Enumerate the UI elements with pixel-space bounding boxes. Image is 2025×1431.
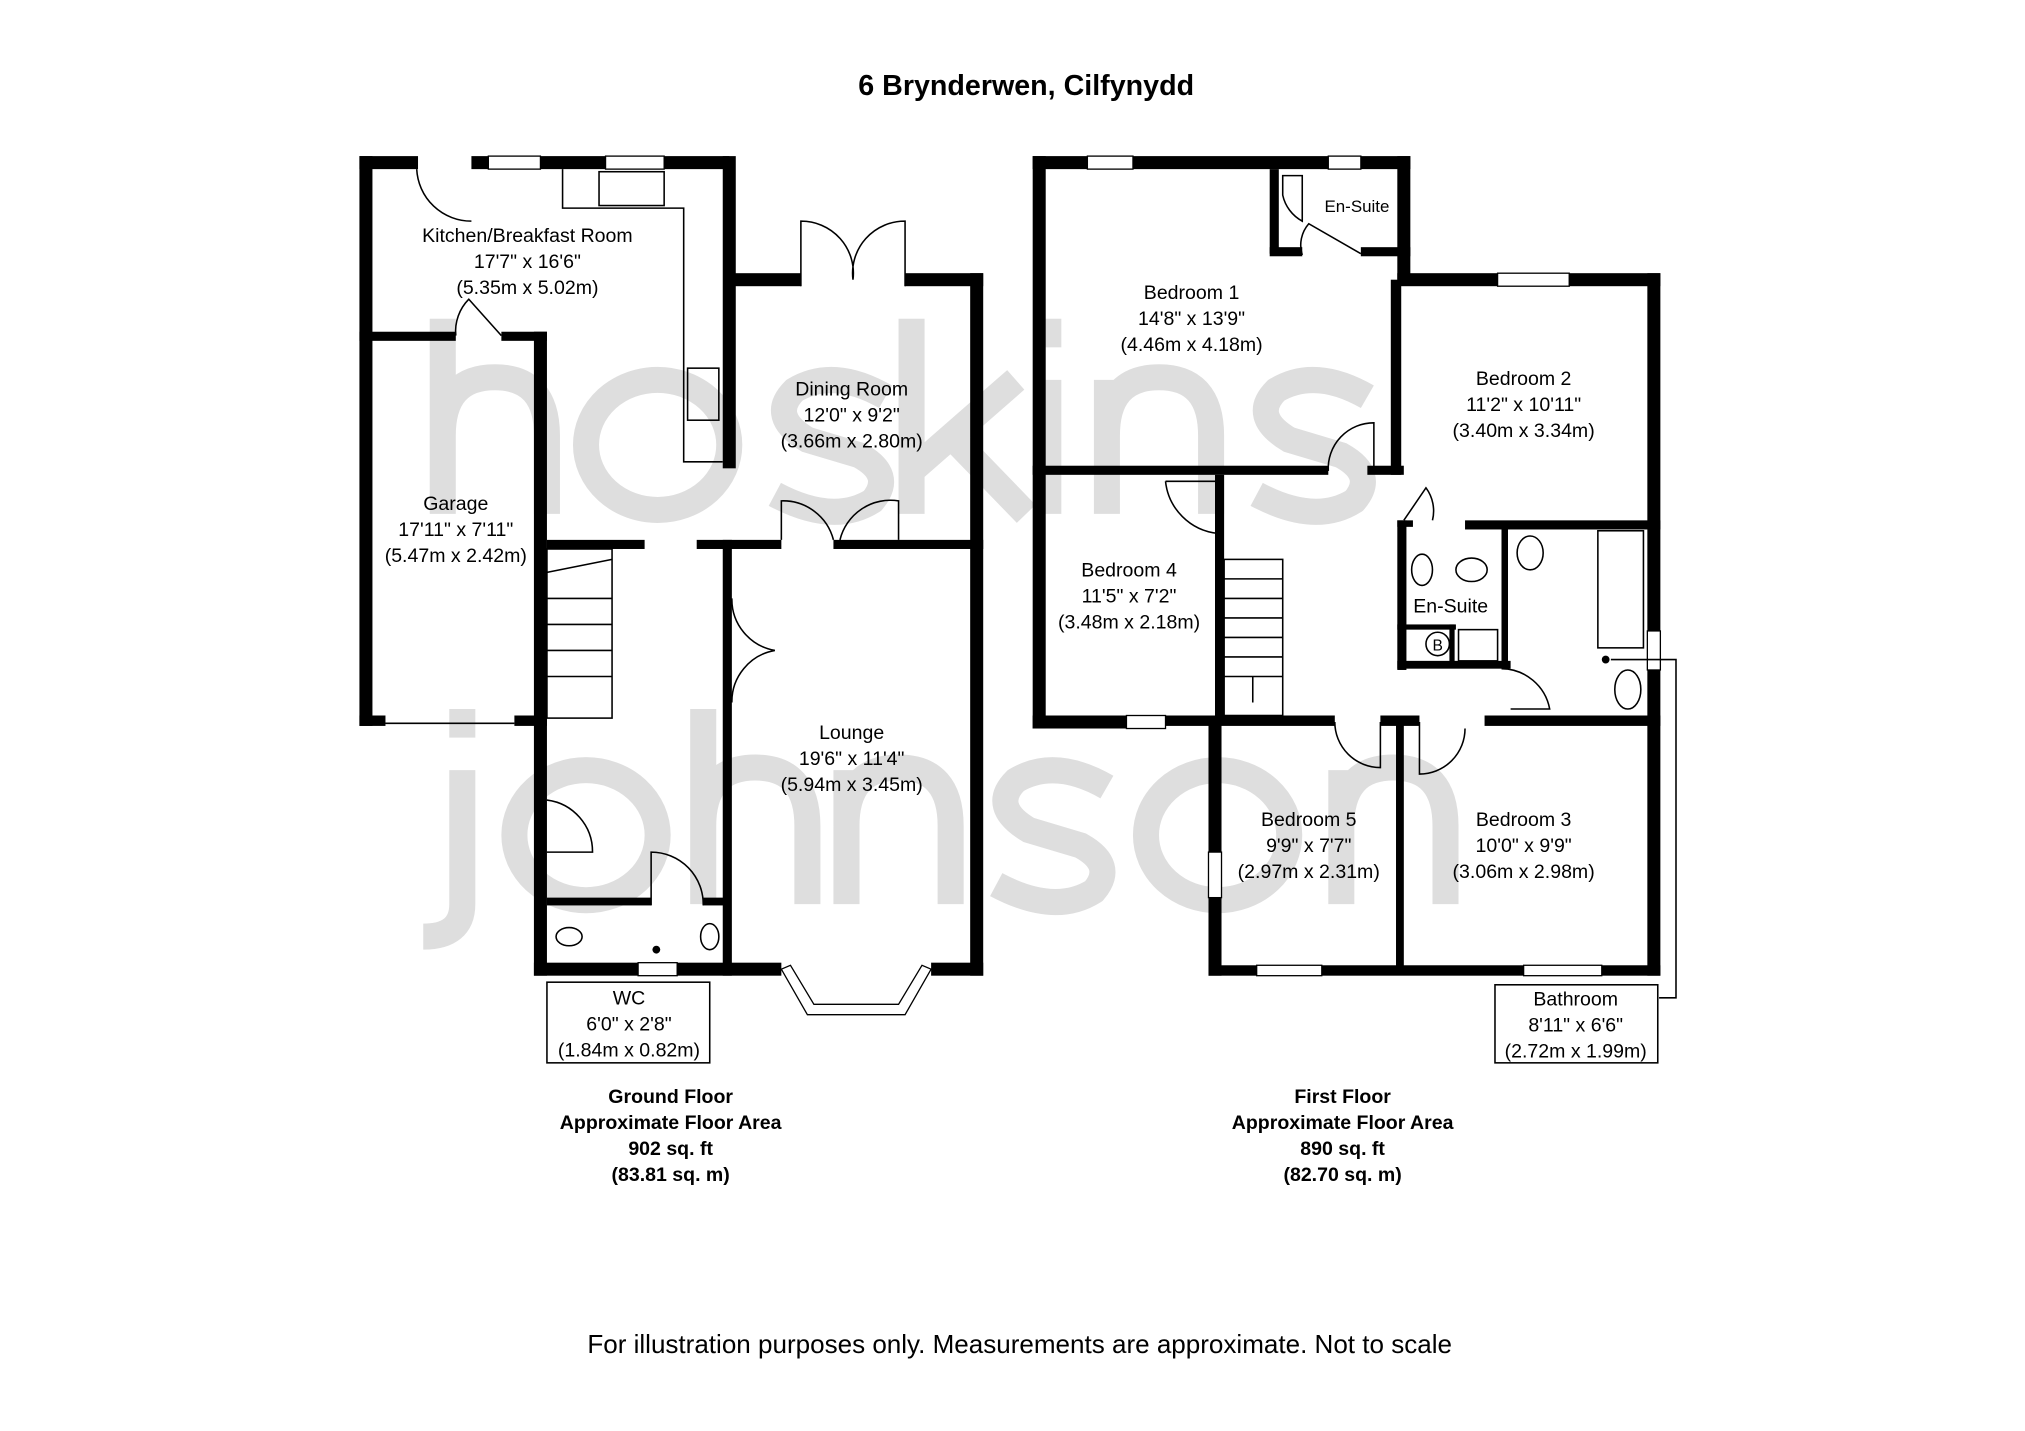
watermark-line-2 xyxy=(422,708,1459,950)
disclaimer: For illustration purposes only. Measurem… xyxy=(587,1329,1452,1359)
room-garage: Garage 17'11" x 7'11" (5.47m x 2.42m) xyxy=(385,493,527,567)
svg-text:Kitchen/Breakfast Room: Kitchen/Breakfast Room xyxy=(422,225,633,247)
svg-text:(1.84m x 0.82m): (1.84m x 0.82m) xyxy=(558,1039,700,1061)
room-bathroom: Bathroom 8'11" x 6'6" (2.72m x 1.99m) xyxy=(1505,989,1647,1063)
svg-text:10'0" x 9'9": 10'0" x 9'9" xyxy=(1476,835,1572,857)
svg-text:Dining Room: Dining Room xyxy=(795,378,908,400)
room-bedroom-5: Bedroom 5 9'9" x 7'7" (2.97m x 2.31m) xyxy=(1238,809,1380,883)
page-title: 6 Brynderwen, Cilfynydd xyxy=(858,70,1194,102)
svg-text:Bedroom 5: Bedroom 5 xyxy=(1261,809,1357,831)
ground-floor-plan: Kitchen/Breakfast Room 17'7" x 16'6" (5.… xyxy=(359,155,984,1186)
svg-text:Bedroom 3: Bedroom 3 xyxy=(1476,809,1572,831)
svg-text:(3.66m x 2.80m): (3.66m x 2.80m) xyxy=(781,431,923,453)
watermark xyxy=(422,318,1459,950)
svg-text:9'9" x 7'7": 9'9" x 7'7" xyxy=(1266,835,1351,857)
room-bedroom-4: Bedroom 4 11'5" x 7'2" (3.48m x 2.18m) xyxy=(1058,559,1200,633)
svg-text:14'8" x 13'9": 14'8" x 13'9" xyxy=(1138,308,1245,330)
svg-text:12'0" x 9'2": 12'0" x 9'2" xyxy=(804,405,900,427)
svg-text:(83.81 sq. m): (83.81 sq. m) xyxy=(612,1164,730,1186)
svg-text:(4.46m x 4.18m): (4.46m x 4.18m) xyxy=(1120,334,1262,356)
svg-text:(3.40m x 3.34m): (3.40m x 3.34m) xyxy=(1453,420,1595,442)
svg-text:(2.97m x 2.31m): (2.97m x 2.31m) xyxy=(1238,861,1380,883)
first-floor-summary: First Floor Approximate Floor Area 890 s… xyxy=(1232,1086,1454,1186)
svg-text:Ground Floor: Ground Floor xyxy=(608,1086,733,1108)
svg-text:11'5" x 7'2": 11'5" x 7'2" xyxy=(1082,585,1177,607)
svg-text:(5.35m x 5.02m): (5.35m x 5.02m) xyxy=(456,277,598,299)
svg-text:19'6" x 11'4": 19'6" x 11'4" xyxy=(799,748,905,770)
svg-text:8'11" x 6'6": 8'11" x 6'6" xyxy=(1528,1015,1623,1037)
svg-text:Garage: Garage xyxy=(423,493,488,515)
room-kitchen-breakfast: Kitchen/Breakfast Room 17'7" x 16'6" (5.… xyxy=(422,225,633,299)
room-dining: Dining Room 12'0" x 9'2" (3.66m x 2.80m) xyxy=(781,378,923,452)
svg-text:Lounge: Lounge xyxy=(819,722,884,744)
svg-text:Bathroom: Bathroom xyxy=(1533,989,1618,1011)
svg-text:17'7" x 16'6": 17'7" x 16'6" xyxy=(474,251,581,273)
svg-text:Bedroom 2: Bedroom 2 xyxy=(1476,368,1572,390)
first-floor-plan: B En-Suite En-Suite Bedroom 1 14'8" x 13… xyxy=(1032,155,1677,1186)
room-ensuite-2: En-Suite xyxy=(1413,596,1488,618)
svg-text:Bedroom 1: Bedroom 1 xyxy=(1144,282,1240,304)
room-bedroom-1: Bedroom 1 14'8" x 13'9" (4.46m x 4.18m) xyxy=(1120,282,1262,356)
svg-text:(3.48m x 2.18m): (3.48m x 2.18m) xyxy=(1058,611,1200,633)
svg-text:(82.70 sq. m): (82.70 sq. m) xyxy=(1283,1164,1401,1186)
svg-text:(3.06m x 2.98m): (3.06m x 2.98m) xyxy=(1453,861,1595,883)
room-ensuite-1: En-Suite xyxy=(1325,197,1390,216)
room-wc: WC 6'0" x 2'8" (1.84m x 0.82m) xyxy=(558,987,700,1061)
svg-text:(2.72m x 1.99m): (2.72m x 1.99m) xyxy=(1505,1041,1647,1063)
svg-text:890 sq. ft: 890 sq. ft xyxy=(1300,1138,1385,1160)
ground-floor-summary: Ground Floor Approximate Floor Area 902 … xyxy=(560,1086,782,1186)
boiler-label: B xyxy=(1432,637,1442,654)
svg-text:Bedroom 4: Bedroom 4 xyxy=(1081,559,1177,581)
svg-text:11'2" x 10'11": 11'2" x 10'11" xyxy=(1466,394,1581,416)
svg-text:6'0" x 2'8": 6'0" x 2'8" xyxy=(586,1013,671,1035)
room-bedroom-2: Bedroom 2 11'2" x 10'11" (3.40m x 3.34m) xyxy=(1453,368,1595,442)
svg-text:(5.47m x 2.42m): (5.47m x 2.42m) xyxy=(385,545,527,567)
svg-text:902 sq. ft: 902 sq. ft xyxy=(628,1138,713,1160)
svg-text:Approximate Floor Area: Approximate Floor Area xyxy=(560,1112,782,1134)
watermark-line-1 xyxy=(429,318,1376,525)
svg-text:Approximate Floor Area: Approximate Floor Area xyxy=(1232,1112,1454,1134)
svg-text:First Floor: First Floor xyxy=(1294,1086,1391,1108)
svg-text:WC: WC xyxy=(613,987,646,1009)
room-bedroom-3: Bedroom 3 10'0" x 9'9" (3.06m x 2.98m) xyxy=(1453,809,1595,883)
svg-text:(5.94m x 3.45m): (5.94m x 3.45m) xyxy=(781,774,923,796)
room-lounge: Lounge 19'6" x 11'4" (5.94m x 3.45m) xyxy=(781,722,923,796)
svg-text:17'11" x 7'11": 17'11" x 7'11" xyxy=(398,519,513,541)
